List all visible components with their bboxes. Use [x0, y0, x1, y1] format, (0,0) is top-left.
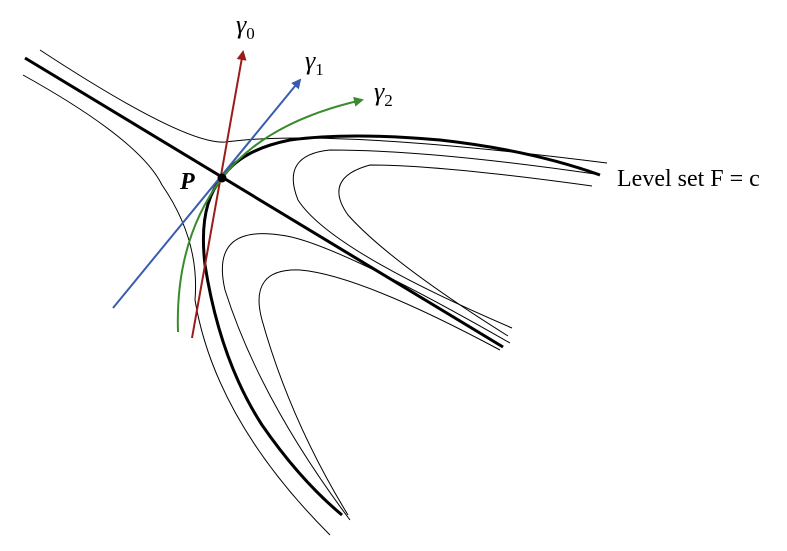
- level-curve-left-outer: [22, 74, 331, 536]
- gamma-1-symbol: γ: [305, 46, 316, 75]
- critical-level-set: [24, 56, 601, 517]
- gamma-1-curve: [112, 78, 302, 309]
- level-set-lower-branch: [201, 177, 343, 517]
- point-p-marker: [217, 173, 227, 183]
- gamma-0-subscript: 0: [246, 24, 255, 43]
- gamma-1-subscript: 1: [315, 60, 324, 79]
- gamma-2-label: γ2: [374, 77, 393, 110]
- point-p-label: P: [179, 169, 195, 195]
- level-curve-upper-outer: [39, 49, 608, 164]
- gamma-1-label: γ1: [305, 46, 324, 79]
- gamma-2-subscript: 2: [384, 91, 393, 110]
- level-curve-bottom-inner-2: [258, 269, 501, 516]
- gamma-0-symbol: γ: [236, 10, 247, 39]
- gamma-0-curve: [191, 50, 247, 339]
- level-set-diagonal: [24, 56, 504, 349]
- level-curve-right-inner-2: [338, 164, 593, 337]
- gamma-0-label: γ0: [236, 10, 255, 43]
- level-curve-bottom-inner-1: [221, 233, 511, 521]
- level-set-label: Level set F = c: [617, 166, 760, 192]
- level-set-upper-branch: [220, 134, 601, 179]
- curves-through-p: [112, 50, 364, 339]
- level-curve-right-inner-1: [292, 149, 596, 329]
- gamma-2-symbol: γ: [374, 77, 385, 106]
- neighbour-level-curves: [22, 49, 608, 536]
